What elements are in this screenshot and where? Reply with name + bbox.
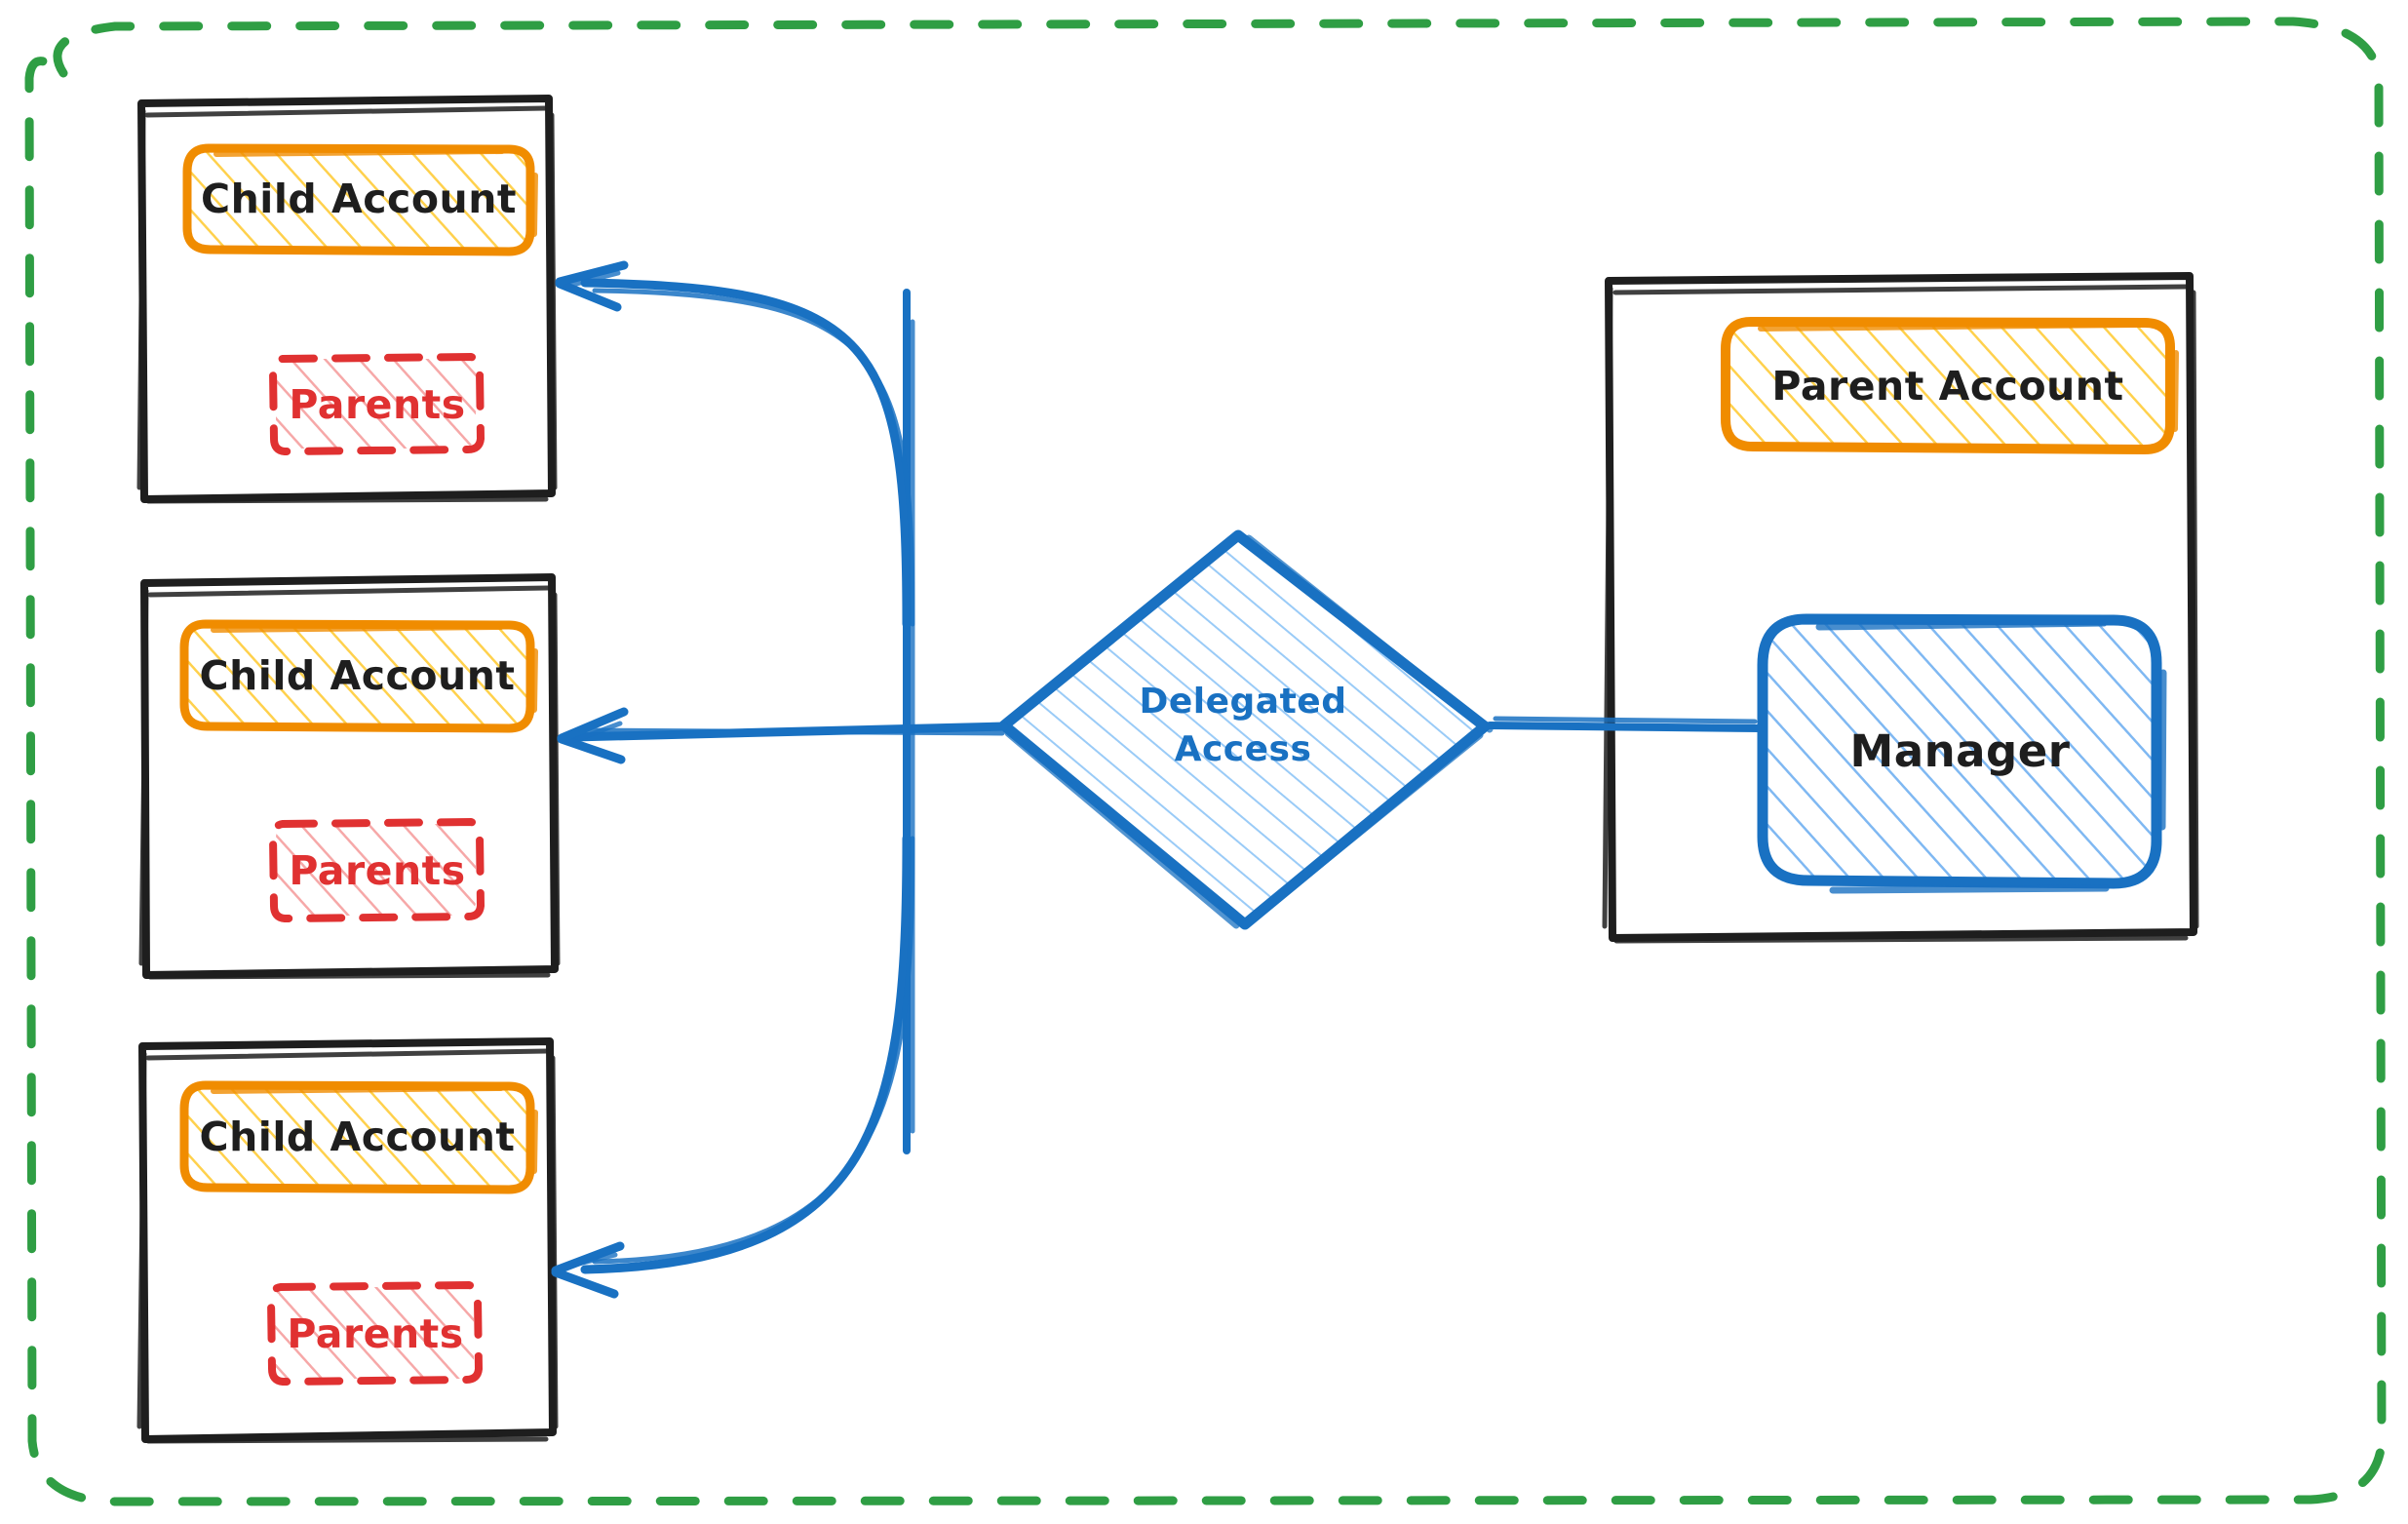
- connector-delegated-to-child-2[interactable]: [557, 707, 1009, 764]
- connector-delegated-to-child-1[interactable]: [555, 260, 915, 629]
- parent-account-container[interactable]: [1602, 272, 2199, 944]
- child-account-chip-2[interactable]: [179, 619, 538, 733]
- parents-chip-2[interactable]: [268, 817, 485, 923]
- child-account-container-1[interactable]: [136, 95, 558, 504]
- delegated-access-diamond[interactable]: [998, 529, 1494, 930]
- child-account-chip-1[interactable]: [182, 143, 538, 256]
- child-account-chip-3[interactable]: [179, 1080, 538, 1194]
- child-account-container-2[interactable]: [138, 573, 561, 980]
- connector-manager-to-delegated[interactable]: [1486, 716, 1765, 732]
- outer-boundary: [24, 17, 2387, 1506]
- child-account-container-3[interactable]: [136, 1037, 559, 1444]
- parents-chip-3[interactable]: [266, 1280, 484, 1387]
- connector-delegated-to-child-3[interactable]: [551, 834, 915, 1299]
- connector-branch-vertical[interactable]: [903, 289, 915, 1154]
- parents-chip-1[interactable]: [268, 352, 485, 456]
- manager-chip[interactable]: [1757, 613, 2167, 894]
- parent-account-chip[interactable]: [1721, 316, 2179, 455]
- connector-layer: [551, 260, 1765, 1299]
